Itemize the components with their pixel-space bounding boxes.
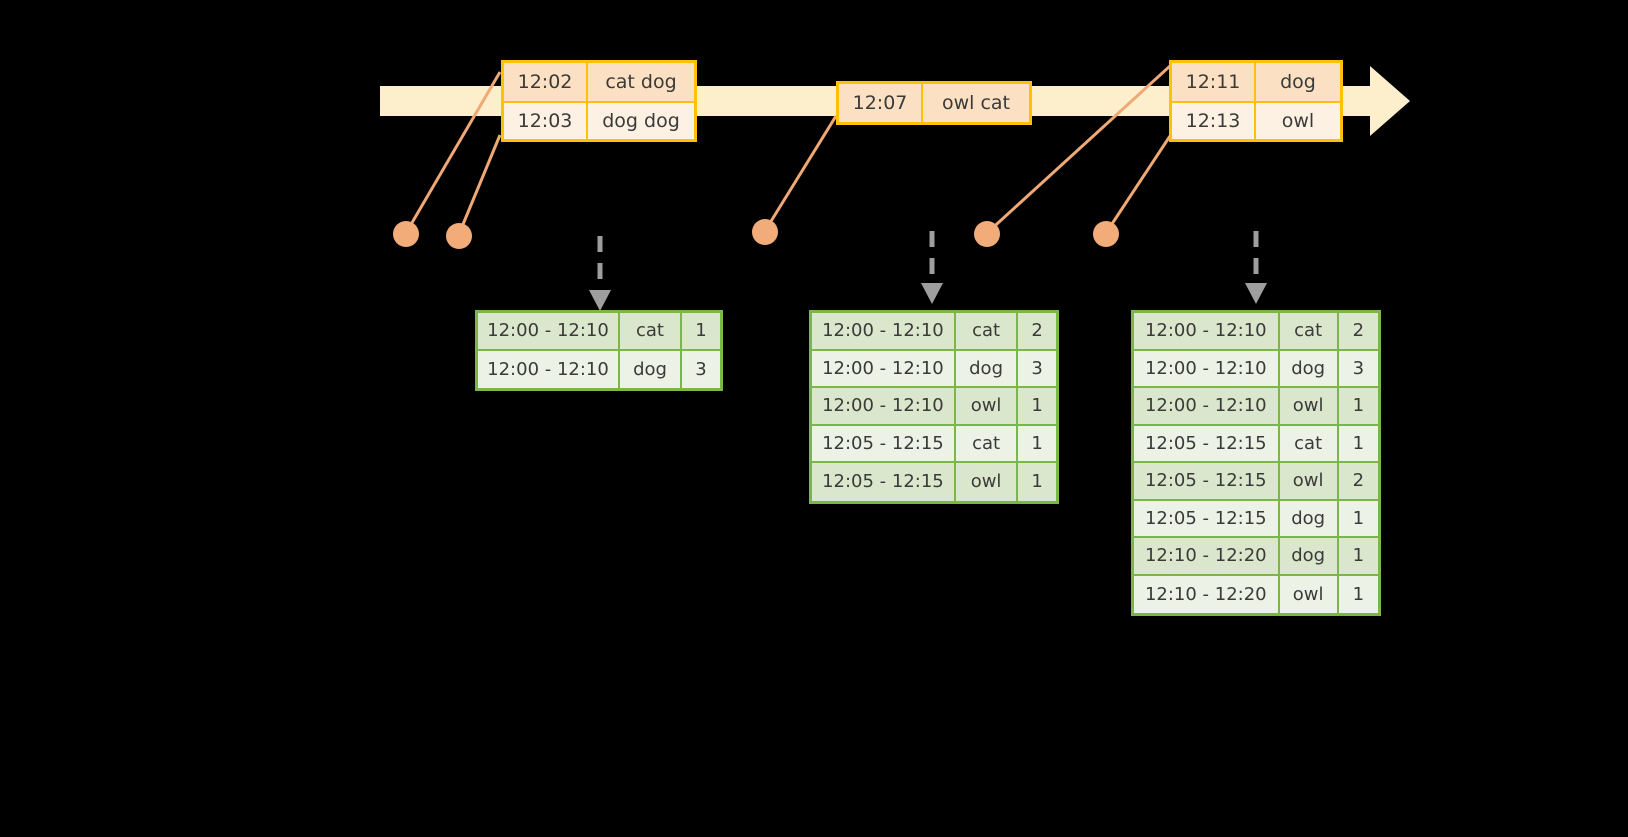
count-cell: 1	[1031, 395, 1043, 417]
event-words: owl	[1281, 110, 1315, 132]
word-cell: cat	[1280, 313, 1339, 349]
result-table-1[interactable]: 12:00 - 12:10 cat 1 12:00 - 12:10 dog 3	[475, 310, 723, 391]
event-time: 12:13	[1172, 103, 1256, 139]
word-cell: owl	[956, 463, 1019, 501]
window-cell: 12:10 - 12:20	[1134, 575, 1280, 613]
dashed-arrow-1	[589, 236, 611, 311]
event-dot-4	[974, 221, 1000, 247]
count-cell: 2	[1031, 320, 1043, 342]
event-box-3[interactable]: 12:11 dog 12:13 owl	[1169, 60, 1343, 142]
table-row: 12:05 - 12:15 owl 2	[1134, 463, 1378, 501]
window-cell: 12:00 - 12:10	[1134, 313, 1280, 349]
window-cell: 12:00 - 12:10	[478, 313, 620, 349]
count-cell: 3	[1031, 357, 1043, 379]
window-cell: 12:00 - 12:10	[1134, 350, 1280, 386]
count-cell: 1	[1352, 432, 1365, 454]
connector-line-3	[763, 115, 838, 232]
table-row: 12:05 - 12:15 owl 1	[812, 463, 1056, 501]
table-row: 12:00 - 12:10 owl 1	[812, 388, 1056, 426]
timeline-arrowhead	[1370, 66, 1410, 136]
event-time: 12:11	[1172, 63, 1256, 101]
dashed-arrow-2	[921, 231, 943, 304]
event-time: 12:03	[504, 103, 588, 139]
table-row: 12:05 - 12:15 cat 1	[812, 425, 1056, 463]
word-cell: owl	[1280, 388, 1339, 424]
word-cell: cat	[620, 313, 682, 349]
table-row: 12:00 - 12:10 dog 3	[812, 350, 1056, 388]
event-row: 12:02 cat dog	[504, 63, 694, 101]
event-row: 12:11 dog	[1172, 63, 1340, 101]
word-cell: dog	[1280, 538, 1339, 574]
result-table-3[interactable]: 12:00 - 12:10 cat 2 12:00 - 12:10 dog 3 …	[1131, 310, 1381, 616]
window-cell: 12:00 - 12:10	[812, 350, 956, 386]
count-cell: 1	[1031, 471, 1043, 493]
count-cell: 1	[1352, 395, 1365, 417]
event-box-2[interactable]: 12:07 owl cat	[836, 81, 1032, 125]
window-cell: 12:00 - 12:10	[812, 313, 956, 349]
dashed-arrow-3	[1245, 231, 1267, 304]
window-cell: 12:05 - 12:15	[812, 425, 956, 461]
table-row: 12:10 - 12:20 dog 1	[1134, 538, 1378, 576]
event-row: 12:07 owl cat	[839, 84, 1029, 122]
event-row: 12:13 owl	[1172, 101, 1340, 139]
word-cell: owl	[956, 388, 1019, 424]
table-row: 12:00 - 12:10 owl 1	[1134, 388, 1378, 426]
count-cell: 1	[1031, 432, 1043, 454]
window-cell: 12:00 - 12:10	[812, 388, 956, 424]
event-words: owl cat	[941, 92, 1011, 114]
event-dot-1	[393, 221, 419, 247]
table-row: 12:05 - 12:15 dog 1	[1134, 500, 1378, 538]
count-cell: 3	[695, 358, 707, 380]
window-cell: 12:10 - 12:20	[1134, 538, 1280, 574]
event-words: dog dog	[602, 110, 680, 132]
window-cell: 12:05 - 12:15	[1134, 500, 1280, 536]
count-cell: 2	[1352, 320, 1365, 342]
count-cell: 1	[1352, 507, 1365, 529]
event-dot-5	[1093, 221, 1119, 247]
event-box-1[interactable]: 12:02 cat dog 12:03 dog dog	[501, 60, 697, 142]
table-row: 12:00 - 12:10 cat 1	[478, 313, 720, 351]
word-cell: cat	[956, 313, 1019, 349]
event-dot-3	[752, 219, 778, 245]
table-row: 12:05 - 12:15 cat 1	[1134, 425, 1378, 463]
word-cell: dog	[956, 350, 1019, 386]
event-words: dog	[1280, 71, 1316, 93]
event-time: 12:02	[504, 63, 588, 101]
table-row: 12:00 - 12:10 cat 2	[1134, 313, 1378, 351]
word-cell: dog	[1280, 350, 1339, 386]
connector-line-1	[404, 71, 502, 234]
window-cell: 12:05 - 12:15	[1134, 463, 1280, 499]
count-cell: 2	[1352, 470, 1365, 492]
table-row: 12:00 - 12:10 cat 2	[812, 313, 1056, 351]
word-cell: dog	[1280, 500, 1339, 536]
window-cell: 12:00 - 12:10	[478, 350, 620, 388]
word-cell: owl	[1280, 575, 1339, 613]
window-cell: 12:05 - 12:15	[812, 463, 956, 501]
word-cell: dog	[620, 350, 682, 388]
word-cell: owl	[1280, 463, 1339, 499]
result-table-2[interactable]: 12:00 - 12:10 cat 2 12:00 - 12:10 dog 3 …	[809, 310, 1059, 504]
count-cell: 3	[1352, 357, 1365, 379]
connector-line-2	[457, 134, 502, 235]
event-dot-2	[446, 223, 472, 249]
count-cell: 1	[1352, 583, 1365, 605]
table-row: 12:10 - 12:20 owl 1	[1134, 575, 1378, 613]
window-cell: 12:05 - 12:15	[1134, 425, 1280, 461]
word-cell: cat	[956, 425, 1019, 461]
table-row: 12:00 - 12:10 dog 3	[1134, 350, 1378, 388]
window-cell: 12:00 - 12:10	[1134, 388, 1280, 424]
count-cell: 1	[1352, 545, 1365, 567]
event-words: cat dog	[605, 71, 677, 93]
count-cell: 1	[695, 320, 707, 342]
table-row: 12:00 - 12:10 dog 3	[478, 350, 720, 388]
event-time: 12:07	[839, 84, 923, 122]
connector-line-5	[1104, 135, 1172, 234]
word-cell: cat	[1280, 425, 1339, 461]
event-row: 12:03 dog dog	[504, 101, 694, 139]
